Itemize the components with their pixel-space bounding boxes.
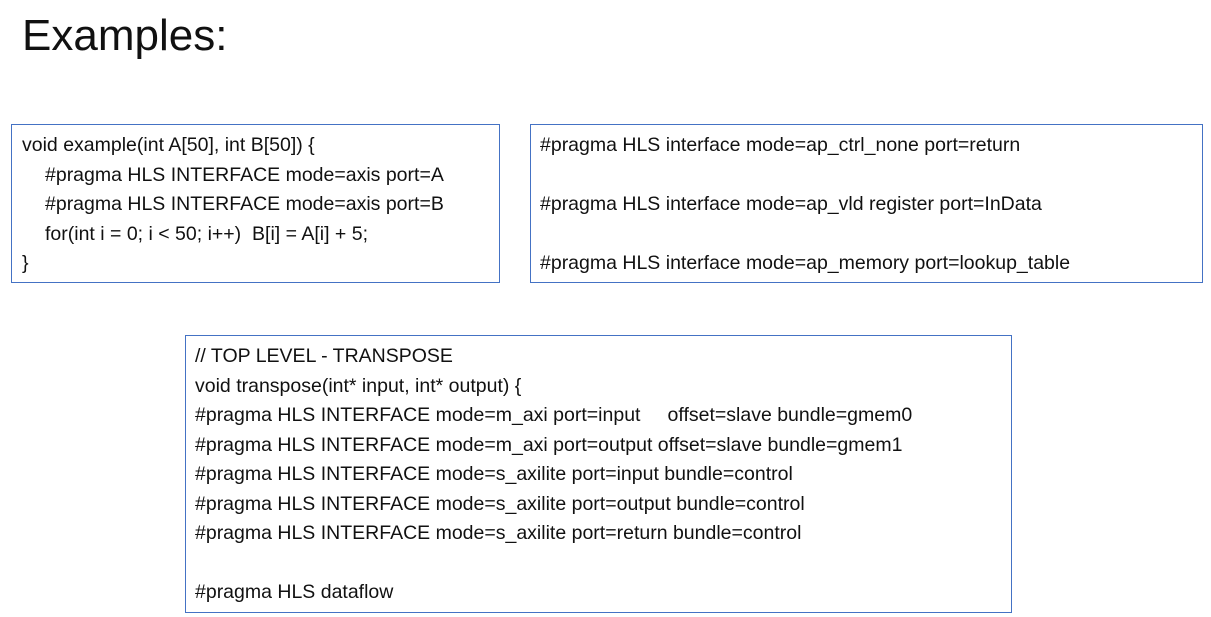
code-line: #pragma HLS interface mode=ap_memory por…	[540, 252, 1071, 274]
code-line: #pragma HLS INTERFACE mode=m_axi port=ou…	[195, 433, 903, 456]
code-line: void transpose(int* input, int* output) …	[195, 374, 522, 397]
code-line: #pragma HLS INTERFACE mode=axis port=A	[45, 163, 444, 186]
code-box-transpose: // TOP LEVEL - TRANSPOSE void transpose(…	[185, 335, 1012, 613]
code-line: for(int i = 0; i < 50; i++) B[i] = A[i] …	[45, 222, 368, 245]
code-line: #pragma HLS INTERFACE mode=s_axilite por…	[195, 463, 793, 485]
code-line: #pragma HLS dataflow	[195, 581, 394, 603]
code-line: #pragma HLS interface mode=ap_ctrl_none …	[540, 134, 1021, 156]
code-line: #pragma HLS INTERFACE mode=s_axilite por…	[195, 492, 805, 515]
code-line: #pragma HLS interface mode=ap_vld regist…	[540, 193, 1042, 215]
code-line: #pragma HLS INTERFACE mode=axis port=B	[45, 193, 444, 215]
slide-title: Examples:	[22, 11, 228, 60]
code-comment: // TOP LEVEL - TRANSPOSE	[195, 345, 453, 367]
code-box-example-function: void example(int A[50], int B[50]) { #pr…	[11, 124, 500, 283]
blank-line	[195, 549, 1011, 579]
code-line: void example(int A[50], int B[50]) {	[22, 134, 315, 156]
code-line: #pragma HLS INTERFACE mode=m_axi port=in…	[195, 404, 913, 426]
code-line: }	[22, 252, 29, 274]
code-line: #pragma HLS INTERFACE mode=s_axilite por…	[195, 522, 802, 544]
code-box-interface-pragmas: #pragma HLS interface mode=ap_ctrl_none …	[530, 124, 1203, 283]
